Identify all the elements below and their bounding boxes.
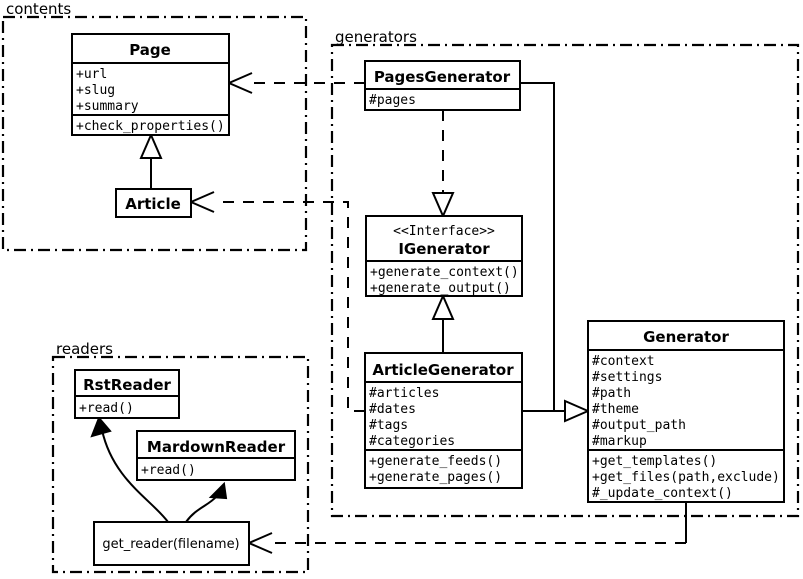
edge-generator-uses-get_reader	[246, 502, 687, 554]
class-igenerator-stereotype: <<Interface>>	[393, 224, 495, 239]
class-generator-method-0: +get_templates()	[592, 454, 717, 469]
class-generator-frame	[587, 320, 785, 503]
edge-get_reader-creates-rstreader	[90, 416, 169, 523]
class-rstreader-method-0: +read()	[79, 401, 134, 416]
package-readers-border	[51, 355, 310, 574]
class-igenerator-name: IGenerator	[398, 240, 490, 258]
class-articlegenerator[interactable]: ArticleGenerator #articles #dates #tags …	[364, 352, 523, 489]
class-generator-attr-3: #theme	[592, 402, 639, 417]
class-page-attr-1: +slug	[76, 83, 115, 98]
hollow-triangle-arrowhead-icon	[431, 192, 455, 219]
class-articlegenerator-attr-2: #tags	[369, 418, 408, 433]
hollow-triangle-arrowhead-icon	[139, 132, 163, 159]
edge-articlegenerator-inherits-generator	[522, 399, 591, 423]
class-articlegenerator-attr-3: #categories	[369, 434, 455, 449]
class-generator-method-2: #_update_context()	[592, 486, 733, 501]
class-pagesgenerator-frame	[364, 60, 521, 111]
edge-article-inherits-page	[139, 132, 163, 189]
class-articlegenerator-attr-1: #dates	[369, 402, 416, 417]
class-page-method-0: +check_properties()	[76, 119, 225, 134]
class-generator-attr-1: #settings	[592, 370, 662, 385]
class-igenerator-method-0: +generate_context()	[370, 265, 519, 280]
class-mardownreader-method-0: +read()	[141, 463, 196, 478]
hollow-triangle-arrowhead-icon	[564, 399, 591, 423]
function-get-reader[interactable]: get_reader(filename)	[93, 521, 250, 566]
package-contents-label: contents	[6, 0, 71, 18]
edge-get_reader-creates-mardownreader	[185, 481, 228, 523]
open-arrowhead-icon	[188, 191, 215, 213]
class-page-attr-0: +url	[76, 67, 107, 82]
class-generator-name: Generator	[643, 328, 729, 346]
class-article-name: Article	[125, 195, 181, 213]
class-igenerator[interactable]: <<Interface>> IGenerator +generate_conte…	[365, 215, 523, 297]
class-mardownreader-frame	[136, 430, 296, 481]
class-generator-attr-4: #output_path	[592, 418, 686, 433]
edge-articlegenerator-inherits-igenerator	[431, 293, 455, 353]
solid-arrowhead-icon	[208, 481, 228, 500]
class-articlegenerator-name: ArticleGenerator	[372, 361, 514, 379]
class-pagesgenerator-attr-0: #pages	[369, 93, 416, 108]
edge-pagesgenerator-uses-page	[226, 72, 365, 94]
package-generators: generators	[330, 28, 800, 518]
open-arrowhead-icon	[226, 72, 253, 94]
package-generators-border	[330, 43, 800, 518]
class-article-frame	[115, 188, 192, 218]
edge-pagesgenerator-realizes-igenerator	[431, 110, 455, 219]
class-article[interactable]: Article	[115, 188, 192, 218]
class-generator-attr-2: #path	[592, 386, 631, 401]
class-generator-attr-5: #markup	[592, 434, 647, 449]
class-igenerator-method-1: +generate_output()	[370, 281, 511, 296]
class-generator[interactable]: Generator #context #settings #path #them…	[587, 320, 785, 503]
open-arrowhead-icon	[246, 532, 273, 554]
function-get-reader-label: get_reader(filename)	[102, 537, 239, 552]
class-mardownreader-name: MardownReader	[147, 438, 286, 456]
class-page-name: Page	[129, 41, 171, 59]
package-generators-label: generators	[335, 28, 417, 46]
class-page-attr-2: +summary	[76, 99, 139, 114]
class-articlegenerator-method-1: +generate_pages()	[369, 470, 502, 485]
package-readers: readers	[51, 340, 310, 574]
solid-arrowhead-icon	[90, 416, 112, 438]
edge-pagesgenerator-inherits-generator	[520, 82, 565, 412]
class-articlegenerator-method-0: +generate_feeds()	[369, 454, 502, 469]
class-articlegenerator-frame	[364, 352, 523, 489]
class-mardownreader[interactable]: MardownReader +read()	[136, 430, 296, 481]
class-pagesgenerator-name: PagesGenerator	[374, 68, 511, 86]
package-readers-label: readers	[56, 340, 113, 358]
package-contents-border	[1, 15, 308, 252]
class-igenerator-frame	[365, 215, 523, 297]
hollow-triangle-arrowhead-icon	[431, 293, 455, 320]
class-generator-method-1: +get_files(path,exclude)	[592, 470, 780, 485]
package-contents: contents	[1, 0, 308, 252]
class-rstreader-frame	[74, 369, 180, 419]
class-articlegenerator-attr-0: #articles	[369, 386, 439, 401]
edge-articlegenerator-uses-article	[188, 191, 365, 412]
class-page-frame	[71, 33, 230, 136]
class-generator-attr-0: #context	[592, 354, 655, 369]
class-rstreader-name: RstReader	[83, 376, 171, 394]
class-rstreader[interactable]: RstReader +read()	[74, 369, 180, 419]
class-page[interactable]: Page +url +slug +summary +check_properti…	[71, 33, 230, 136]
function-get-reader-frame	[93, 521, 250, 566]
class-pagesgenerator[interactable]: PagesGenerator #pages	[364, 60, 521, 111]
